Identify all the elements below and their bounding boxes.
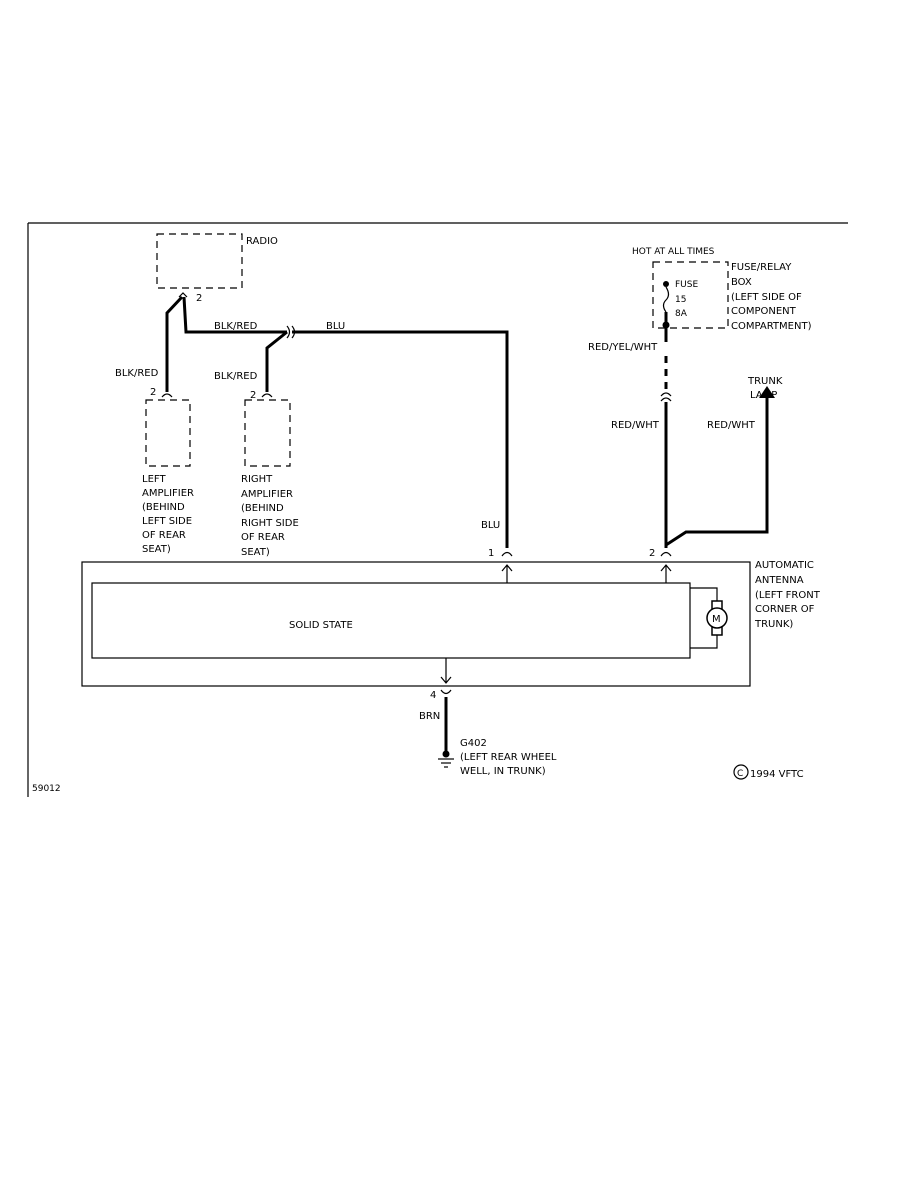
wire-blu [292,330,509,548]
motor-icon [706,607,728,629]
wire-label-red-yel-wht: RED/YEL/WHT [588,342,658,353]
radio-label: RADIO [246,236,278,247]
left-amplifier-component: BLK/RED 2 LEFT AMPLIFIER (BEHIND LEFT SI… [115,368,197,555]
left-amp-label: LEFT AMPLIFIER (BEHIND LEFT SIDE OF REAR… [142,474,197,555]
motor-symbol: M [712,614,721,625]
ground-symbol-icon [438,750,454,768]
fuse-relay-box [652,261,729,329]
antenna-pin4-arrow [440,676,452,684]
antenna-pin4-connector [440,689,452,695]
antenna-outer-box [81,561,751,687]
antenna-pin2-arrow [660,564,672,572]
left-amp-pin: 2 [150,387,156,398]
wire-label-blu-pin1: BLU [481,520,500,531]
antenna-label: AUTOMATIC ANTENNA (LEFT FRONT CORNER OF … [754,560,823,630]
wire-right-amp [265,330,288,392]
radio-connector [178,292,188,298]
wire-label-blk-red: BLK/RED [214,321,258,332]
right-amp-pin: 2 [250,390,256,401]
left-amp-wire-label: BLK/RED [115,368,159,379]
antenna-pin1-arrow [501,564,513,572]
copyright-symbol: C [737,769,743,779]
wire-trunk-lamp [665,395,769,547]
wire-radio-left-amp [165,295,184,392]
right-amp-label: RIGHT AMPLIFIER (BEHIND RIGHT SIDE OF RE… [241,474,302,558]
inline-connector-red-wht [660,392,672,402]
antenna-pin4: 4 [430,690,436,701]
antenna-pin1-connector [501,551,513,557]
trunk-lamp-arrow [759,386,775,398]
left-amp-connector [161,393,173,398]
right-amp-connector [261,393,273,398]
radio-component: RADIO 2 [156,233,278,304]
copyright-icon [733,764,749,780]
wire-radio-blk-red [182,296,287,334]
automatic-antenna-component: SOLID STATE 1 2 M 4 AUTOMATIC ANTENNA (L… [81,548,823,701]
figure-id: 59012 [32,784,61,794]
fuse-element [662,286,670,313]
fuse-number: 15 [675,295,686,305]
antenna-pin1: 1 [488,548,494,559]
fuse-rating: 8A [675,309,688,319]
radio-box [156,233,243,289]
wire-label-brn: BRN [419,711,440,722]
right-amp-wire-label: BLK/RED [214,371,258,382]
radio-pin: 2 [196,293,202,304]
solid-state-label: SOLID STATE [289,620,353,631]
trunk-lamp-label: TRUNK LAMP [747,376,786,401]
motor-leads [690,587,718,649]
wire-label-blu-top: BLU [326,321,345,332]
left-amp-box [145,399,191,467]
wire-label-red-wht-left: RED/WHT [611,420,660,431]
fuse-terminal-top [663,281,669,287]
fuse-box-label: FUSE/RELAY BOX (LEFT SIDE OF COMPONENT C… [731,262,812,332]
ground-id: G402 [460,738,487,749]
fuse-label: FUSE [675,280,698,290]
hot-at-all-times-label: HOT AT ALL TIMES [632,247,715,257]
wire-label-red-wht-right: RED/WHT [707,420,756,431]
right-amplifier-component: BLK/RED 2 RIGHT AMPLIFIER (BEHIND RIGHT … [214,371,302,558]
solid-state-module [91,582,691,659]
antenna-pin2-connector [660,551,672,557]
copyright-text: 1994 VFTC [750,769,804,780]
fuse-relay-box-component: HOT AT ALL TIMES FUSE 15 8A FUSE/RELAY B… [632,247,812,332]
ground-location-label: (LEFT REAR WHEEL WELL, IN TRUNK) [460,752,560,777]
antenna-pin2: 2 [649,548,655,559]
right-amp-box [244,399,291,467]
